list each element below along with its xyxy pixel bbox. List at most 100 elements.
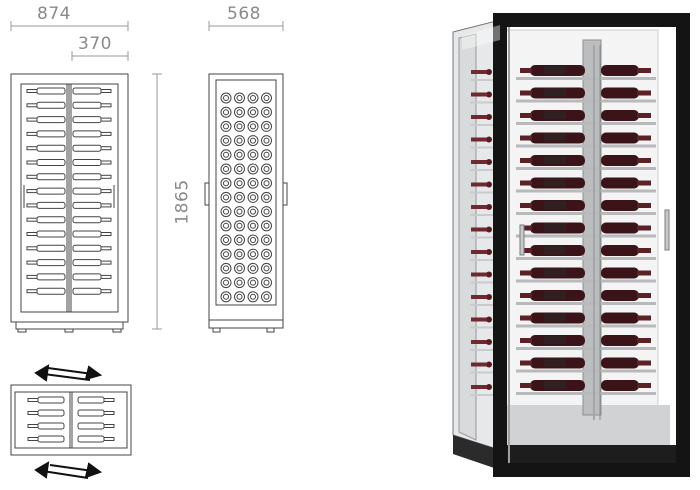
side-bottle-circle [220, 248, 232, 260]
side-bottle-circle [220, 191, 232, 203]
side-bottle-circle [220, 234, 232, 246]
side-bottle-circle [247, 92, 259, 104]
side-bottle-circle [220, 177, 232, 189]
front-bottle-pair [26, 259, 112, 267]
photo-bottle-row [470, 132, 656, 149]
side-bottle-circle [261, 277, 272, 289]
side-bottle-circle [220, 149, 232, 161]
side-bottle-circle [220, 291, 232, 303]
top-bottle-pair [27, 422, 115, 430]
side-bottle-circle [220, 206, 232, 218]
side-bottle-circle [234, 106, 245, 118]
photo-bottle-row [470, 335, 656, 351]
top-bottle-pair [27, 396, 115, 404]
side-bottle-circle [247, 248, 259, 260]
photo-bottle-row [470, 222, 656, 239]
side-bottle-circle [234, 248, 245, 260]
photo-bottle-row [470, 110, 656, 126]
side-bottle-circle [220, 120, 232, 132]
inner-width-dimension-label: 370 [78, 34, 112, 54]
side-bottle-circle [247, 206, 259, 218]
side-bottle-circle [247, 262, 259, 274]
front-bottle-pair [26, 173, 112, 181]
wine-cabinet-product-render [452, 13, 690, 477]
side-bottle-circle [247, 291, 259, 303]
front-bottle-pair [26, 287, 112, 295]
side-bottle-circle [220, 106, 232, 118]
side-bottle-circle [220, 135, 232, 147]
photo-bottle-row [470, 87, 656, 104]
photo-bottle-row [470, 267, 656, 284]
photo-bottle-row [470, 290, 656, 306]
photo-bottle-row [470, 380, 656, 396]
side-bottle-circle [234, 291, 245, 303]
side-bottle-circle [220, 277, 232, 289]
front-bottle-pair [26, 230, 112, 238]
front-bottle-pair [26, 87, 112, 95]
front-bottle-pair [26, 144, 112, 152]
side-bottle-circle [247, 220, 259, 232]
side-view-drawing [204, 73, 288, 333]
side-bottle-circle [261, 234, 272, 246]
photo-bottle-row [470, 357, 656, 374]
front-bottle-pair [26, 216, 112, 224]
side-bottle-circle [247, 277, 259, 289]
side-bottle-circle [234, 277, 245, 289]
photo-bottle-row [470, 200, 656, 216]
photo-bottle-row [470, 65, 656, 81]
front-bottle-pair [26, 130, 112, 138]
side-bottle-circle [247, 149, 259, 161]
side-bottle-circle [234, 149, 245, 161]
dimension-lines [10, 21, 284, 330]
side-bottle-circle [247, 135, 259, 147]
front-bottle-pair [26, 159, 112, 166]
side-bottle-circle [234, 234, 245, 246]
width-dimension-label: 874 [37, 4, 71, 24]
side-bottle-circle [261, 248, 272, 260]
side-bottle-circle [234, 135, 245, 147]
front-bottle-pair [26, 187, 112, 195]
depth-dimension-label: 568 [227, 4, 261, 24]
side-bottle-circle [247, 120, 259, 132]
front-bottle-pair [26, 116, 112, 124]
side-bottle-circle [261, 220, 272, 232]
front-view-drawing [10, 73, 129, 333]
side-bottle-circle [234, 92, 245, 104]
side-bottle-circle [234, 262, 245, 274]
photo-bottle-row [470, 155, 656, 171]
side-bottle-circle [220, 92, 232, 104]
front-bottle-pair [26, 201, 112, 209]
top-view-drawing [10, 384, 132, 456]
side-bottle-circle [234, 191, 245, 203]
side-bottle-circle [261, 177, 272, 189]
side-bottle-circle [234, 177, 245, 189]
side-bottle-circle [261, 120, 272, 132]
side-bottle-circle [247, 163, 259, 175]
photo-bottle-row [470, 245, 656, 261]
side-bottle-circle [261, 163, 272, 175]
front-bottle-pair [26, 244, 112, 252]
side-bottle-circle [247, 191, 259, 203]
side-bottle-circle [234, 206, 245, 218]
sliding-door-arrows [34, 364, 103, 479]
side-bottle-circle [247, 106, 259, 118]
side-bottle-circle [247, 234, 259, 246]
photo-bottle-row [470, 312, 656, 329]
top-bottle-pair [27, 435, 115, 443]
front-bottle-pair [26, 101, 112, 109]
side-bottle-circle [220, 262, 232, 274]
side-bottle-circle [220, 163, 232, 175]
side-bottle-circle [247, 177, 259, 189]
side-bottle-circle [261, 149, 272, 161]
side-bottle-circle [261, 262, 272, 274]
photo-bottle-row [470, 177, 656, 194]
side-bottle-circle [261, 92, 272, 104]
side-bottle-circle [220, 220, 232, 232]
side-bottle-circle [234, 163, 245, 175]
side-bottle-circle [261, 291, 272, 303]
top-bottle-pair [27, 409, 115, 417]
side-bottle-circle [261, 106, 272, 118]
front-bottle-pair [26, 273, 112, 281]
side-bottle-circle [261, 135, 272, 147]
